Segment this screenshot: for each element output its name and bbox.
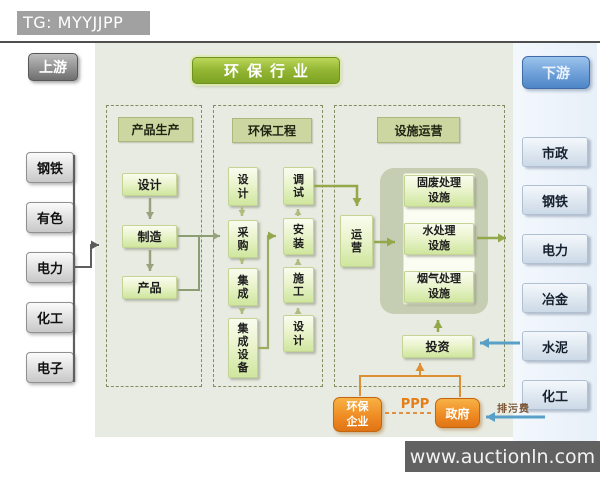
pollution-fee-label: 排污费 [497,404,530,415]
step-procurement: 采 购 [228,220,258,258]
downstream-item-metallurgy: 冶金 [522,283,588,313]
step-design-2: 设 计 [228,167,258,206]
downstream-item-power: 电力 [522,234,588,264]
upstream-item-chemical: 化工 [26,302,74,333]
frame-env-engineering [213,105,323,387]
ppp-enterprise-box: 环保 企业 [333,397,382,432]
section-title-operations: 设施运营 [377,117,460,143]
step-product: 产品 [122,276,177,299]
step-commissioning: 调 试 [283,167,314,205]
ppp-label: PPP [400,396,430,412]
step-operation: 运 营 [340,215,373,267]
facility-water-treatment: 水处理 设施 [404,223,474,255]
section-title-engineering: 环保工程 [232,118,312,143]
facility-flue-gas: 烟气处理 设施 [404,271,474,303]
step-installation: 安 装 [283,218,314,255]
ppp-government-box: 政府 [435,398,480,428]
downstream-item-steel: 钢铁 [522,185,588,215]
step-integrated-equipment: 集 成 设 备 [228,318,258,378]
upstream-item-electronics: 电子 [26,352,74,383]
upstream-item-power: 电力 [26,252,74,283]
upstream-button: 上游 [28,53,78,81]
step-investment: 投资 [402,335,473,358]
downstream-item-chemical: 化工 [522,380,588,410]
upstream-item-steel: 钢铁 [26,152,74,183]
downstream-item-cement: 水泥 [522,331,588,361]
top-divider [0,41,600,43]
watermark: www.auctionln.com [405,441,600,472]
section-title-production: 产品生产 [118,117,193,142]
industry-title: 环保行业 [192,57,340,84]
facility-solid-waste: 固废处理 设施 [404,175,474,207]
upstream-item-nonferrous: 有色 [26,202,74,233]
step-design-3: 设 计 [283,315,314,352]
step-design-1: 设计 [122,173,177,196]
tg-badge: TG: MYYJJPP [17,11,150,35]
step-construction: 施 工 [283,267,314,303]
step-manufacture: 制造 [122,225,177,248]
downstream-item-municipal: 市政 [522,137,588,167]
step-integration: 集 成 [228,268,258,306]
frame-product-production [106,105,202,387]
downstream-button: 下游 [522,56,590,89]
